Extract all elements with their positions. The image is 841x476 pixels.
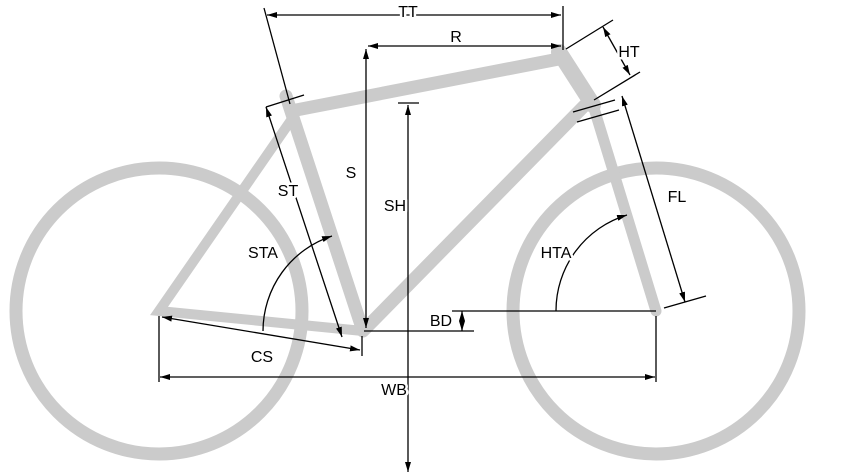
st-top-tick: [265, 94, 305, 108]
dim-chainstay: [161, 315, 363, 356]
label-bb-drop: BD: [430, 313, 452, 330]
front-axle-tick: [663, 295, 707, 309]
hta-arc: [555, 214, 628, 312]
dim-top-tube: [263, 6, 564, 105]
label-head-tube-angle: HTA: [541, 245, 572, 262]
st-dimension-line: [265, 106, 343, 338]
dimension-labels: TT R HT ST S SH STA HTA FL BD CS WB: [246, 2, 689, 402]
ht-dimension-line: [602, 26, 631, 76]
fork-crown-tick-1: [572, 99, 616, 113]
fork-crown-tick-2: [576, 109, 620, 123]
label-top-tube: TT: [398, 4, 418, 21]
dim-fork-length: [572, 95, 707, 309]
frame-main-triangle: [279, 51, 596, 338]
fl-dimension-line: [621, 95, 686, 303]
dim-head-tube-angle: [555, 214, 628, 312]
label-chainstay: CS: [251, 349, 273, 366]
label-reach: R: [450, 29, 462, 46]
label-head-tube: HT: [618, 44, 640, 61]
label-standover: SH: [384, 198, 406, 215]
label-seat-tube: ST: [278, 183, 299, 200]
dim-bb-drop: [364, 310, 656, 332]
label-wheelbase: WB: [381, 382, 407, 399]
label-stack: S: [346, 165, 357, 182]
dim-head-tube: [565, 19, 641, 101]
dimension-lines: [158, 6, 707, 472]
label-seat-tube-angle: STA: [248, 245, 278, 262]
dim-wheelbase: [158, 316, 657, 382]
tt-extension-left: [263, 7, 291, 105]
cs-dimension-line: [161, 315, 361, 352]
ht-extension-top: [565, 19, 614, 50]
dim-seat-tube: [265, 94, 343, 338]
fork: [587, 99, 662, 317]
ht-extension-bottom: [593, 71, 641, 101]
dim-standover: [398, 102, 419, 472]
head-tube: [551, 44, 601, 113]
label-fork-length: FL: [668, 189, 687, 206]
